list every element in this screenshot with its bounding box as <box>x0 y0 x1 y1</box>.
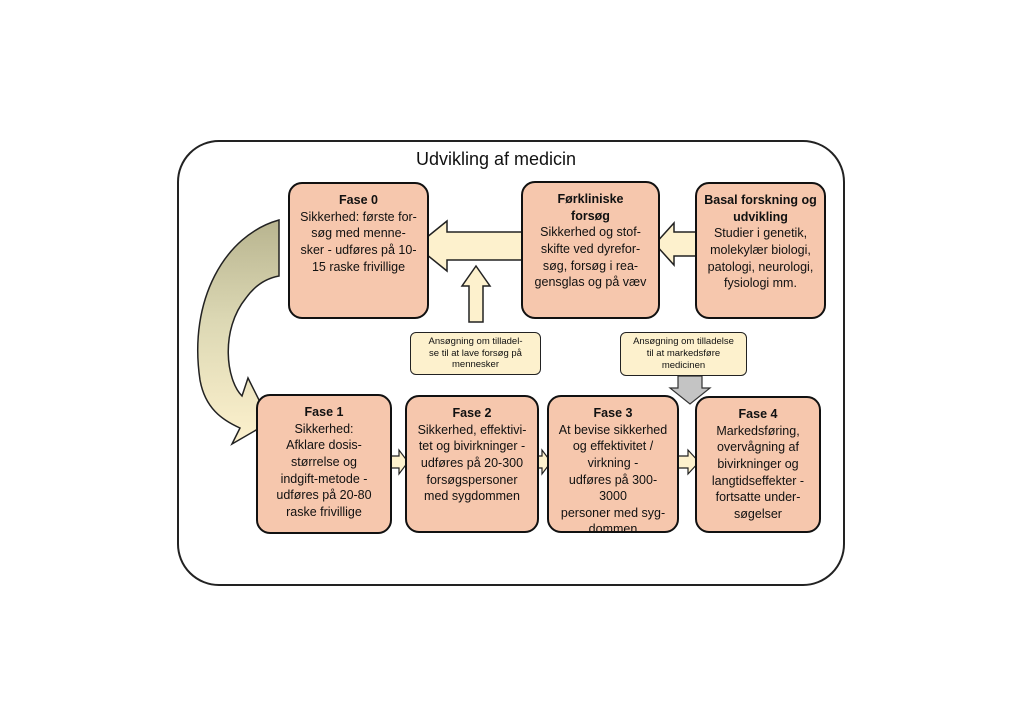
box-fase3: Fase 3 At bevise sikkerhed og effektivit… <box>547 395 679 536</box>
box-fase1-title: Fase 1 <box>304 405 344 419</box>
box-fase2-text: Sikkerhed, effektivi- tet og bivirkninge… <box>417 422 527 504</box>
box-fase0-text: Sikkerhed: første for- søg med menne- sk… <box>300 209 417 274</box>
curved-arrow-fase0-to-fase1 <box>196 219 280 446</box>
box-fase1-text: Sikkerhed: Afklare dosis- størrelse og i… <box>276 421 372 519</box>
box-basal: Basal forskning og udvikling Studier i g… <box>695 182 826 319</box>
diagram-title: Udvikling af medicin <box>416 149 577 169</box>
box-fase2: Fase 2 Sikkerhed, effektivi- tet og bivi… <box>405 395 539 533</box>
arrow-forkliniske-to-fase0 <box>414 219 534 273</box>
box-forkliniske-title: Førkliniske forsøg <box>557 192 624 223</box>
arrow-down-marketing-approval <box>668 375 712 405</box>
note-approval-trials: Ansøgning om tilladel- se til at lave fo… <box>410 332 541 375</box>
note-approval-marketing: Ansøgning om tilladelse til at markedsfø… <box>620 332 747 376</box>
box-basal-title: Basal forskning og udvikling <box>704 193 817 224</box>
box-fase0-title: Fase 0 <box>339 193 378 207</box>
box-fase4-title: Fase 4 <box>738 407 778 421</box>
box-fase3-text: At bevise sikkerhed og effektivitet / vi… <box>558 422 668 537</box>
box-fase1: Fase 1 Sikkerhed: Afklare dosis- størrel… <box>256 394 392 534</box>
box-fase3-title: Fase 3 <box>593 406 633 420</box>
box-fase4-text: Markedsføring, overvågning af bivirkning… <box>711 423 805 521</box>
box-fase0: Fase 0 Sikkerhed: første for- søg med me… <box>288 182 429 319</box>
arrow-fase1-to-fase2 <box>390 448 409 476</box>
box-forkliniske: Førkliniske forsøg Sikkerhed og stof- sk… <box>521 181 660 319</box>
box-forkliniske-text: Sikkerhed og stof- skifte ved dyrefor- s… <box>534 225 647 290</box>
box-fase4: Fase 4 Markedsføring, overvågning af biv… <box>695 396 821 533</box>
box-basal-text: Studier i genetik, molekylær biologi, pa… <box>707 226 814 291</box>
box-fase2-title: Fase 2 <box>452 406 492 420</box>
arrow-basal-to-forkliniske <box>653 221 698 267</box>
arrow-up-approval <box>460 264 492 323</box>
